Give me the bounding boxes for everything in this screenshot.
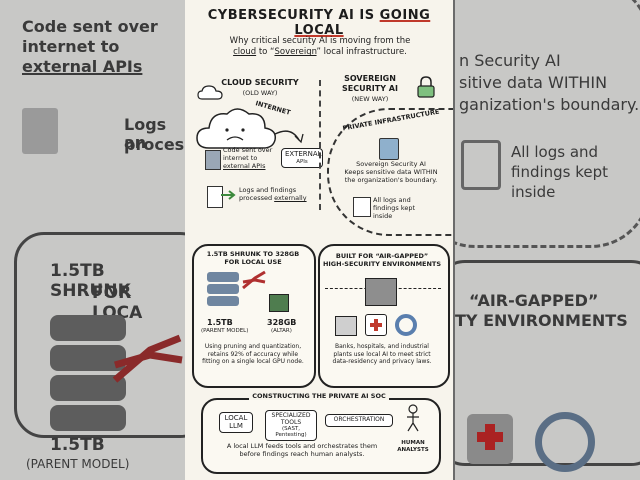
bg-size: 1.5TB (50, 435, 105, 455)
parent-label: (PARENT MODEL) (201, 328, 249, 334)
bg-code-line-1: Code sent over (22, 17, 158, 36)
left-background-panel: Code sent over internet to external APIs… (0, 0, 185, 480)
airgap-heading: BUILT FOR “AIR-GAPPED”HIGH-SECURITY ENVI… (322, 252, 442, 269)
bg-logs-line-1: Logs an (124, 115, 167, 153)
person-icon (407, 404, 419, 432)
fortress-icon (365, 278, 397, 306)
server-icon (205, 150, 221, 170)
bg-sov-line-2: sitive data WITHIN (459, 73, 608, 92)
lock-icon (417, 76, 435, 98)
pliers-icon (242, 270, 266, 290)
file-icon (207, 186, 223, 208)
sad-cloud-icon (196, 108, 304, 149)
altar-label: (ALTAR) (271, 328, 292, 334)
parent-size: 1.5TB (207, 318, 233, 327)
gear-icon (395, 314, 417, 336)
bg-sov-line-3: ganization's boundary. (459, 95, 640, 114)
shrink-panel (192, 244, 316, 388)
soc-panel (201, 398, 441, 474)
bg-logs-2: findings kept (511, 163, 609, 181)
private-infrastructure-frame (327, 108, 453, 236)
bg-sovereign-frame (455, 0, 640, 248)
shrink-description: Using pruning and quantization,retains 9… (202, 343, 304, 365)
bg-code-line-2: internet to (22, 37, 120, 56)
cloud-subheading: (OLD WAY) (242, 89, 278, 97)
bg-logs-line-2: processe (124, 135, 185, 154)
chip-icon (269, 294, 289, 312)
bg-code-line-3: external APIs (22, 57, 143, 76)
sync-document-icon (461, 140, 501, 190)
bg-logs-1: All logs and (511, 143, 599, 161)
right-background-panel: n Security AI sitive data WITHIN ganizat… (455, 0, 640, 480)
server-rack-icon (379, 138, 399, 160)
soc-description: A local LLM feeds tools and orchestrates… (226, 442, 378, 459)
arrow-right-icon (221, 190, 236, 200)
bg-shrunk-line-1: 1.5TB SHRUNK (50, 261, 131, 301)
infographic-canvas: CYBERSECURITY AI IS GOING LOCAL Why crit… (185, 0, 453, 480)
bg-sov-line-1: n Security AI (459, 51, 561, 70)
section-divider (319, 80, 321, 210)
page-title: CYBERSECURITY AI IS GOING LOCAL (207, 8, 431, 38)
cloud-icon (197, 85, 223, 100)
sync-document-icon (353, 197, 371, 217)
sovereign-subheading: (NEW WAY) (351, 95, 389, 103)
bg-air-1: “AIR-GAPPED” (469, 291, 599, 310)
altar-size: 328GB (267, 318, 297, 327)
document-icon (22, 108, 58, 154)
hospital-icon (365, 314, 387, 336)
soc-heading: CONSTRUCTING THE PRIVATE AI SOC (203, 392, 435, 400)
bg-air-2: TY ENVIRONMENTS (455, 311, 628, 330)
bg-logs-3: inside (511, 183, 556, 201)
gear-icon (535, 412, 595, 472)
bg-shrink-frame (14, 232, 185, 438)
cloud-heading: CLOUD SECURITY (221, 78, 299, 87)
bg-parent: (PARENT MODEL) (26, 457, 130, 471)
orchestration-box: ORCHESTRATION (325, 414, 393, 427)
page-subtitle: Why critical security AI is moving from … (229, 36, 411, 58)
pliers-icon (112, 334, 183, 383)
bank-icon (335, 316, 357, 336)
